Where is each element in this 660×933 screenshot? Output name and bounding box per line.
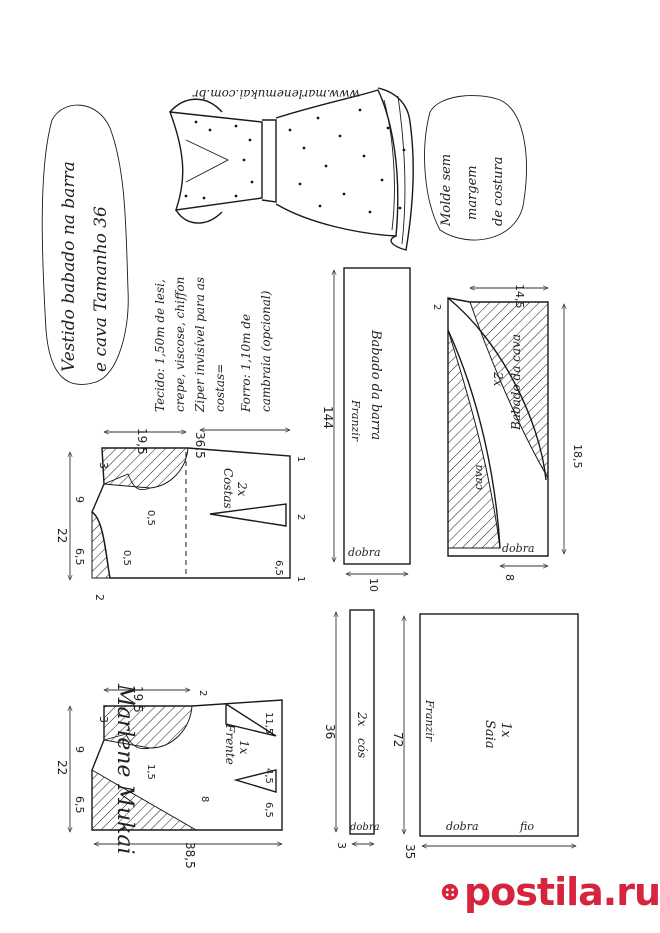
seam-note-line3: de costura	[491, 157, 506, 227]
piece-cos: cós 2x dobra 36 3	[323, 609, 380, 849]
title-line2: e cava Tamanho 36	[91, 206, 111, 372]
seam-note-line1: Molde sem	[439, 154, 454, 227]
babado-cava-bottom: 8	[503, 574, 516, 581]
frente-count: 1x	[237, 740, 251, 755]
title-cloud: Vestido babado na barra e cava Tamanho 3…	[41, 104, 129, 385]
piece-saia: Saia 1x Franzir dobra fio 72 35	[391, 613, 579, 859]
costas-right-height: 36,5	[193, 432, 207, 459]
materials-line6: cambraia (opcional)	[259, 290, 273, 412]
costas-dart-low: 6,5	[273, 560, 284, 576]
materials-line2: crepe, viscose, chiffon	[173, 277, 187, 412]
frente-left-total: 22	[55, 760, 69, 775]
frente-bottom: 38,5	[183, 842, 197, 869]
frente-top-width: 19,5	[131, 686, 145, 713]
babado-cava-label: cava	[472, 465, 485, 491]
frente-right-low: 4,5	[263, 768, 274, 784]
costas-top-width: 19,5	[135, 428, 149, 455]
dress-sketch: www.marlenemukai.com.br	[168, 87, 414, 251]
costas-left-low: 6,5	[73, 548, 86, 566]
cos-length: 36	[323, 724, 337, 739]
costas-left-total: 22	[55, 528, 69, 543]
frente-dart: 8	[199, 796, 210, 802]
seam-note-line2: margem	[465, 165, 480, 220]
babado-cava-fold: dobra	[502, 542, 535, 555]
babado-barra-width: 10	[367, 578, 380, 592]
frente-dimensions: 19,5 2 11,5 4,5 6,5 22 9 6,5 3 38,5	[55, 686, 282, 869]
costas-armhole: 0,5	[145, 510, 156, 526]
piece-babado-cava: Babado da cava 2x cava dobra 2 14,5 18,5…	[431, 284, 584, 581]
costas-dart-top: 1	[295, 456, 306, 462]
saia-grain: fio	[519, 820, 534, 833]
saia-count: 1x	[498, 722, 513, 738]
piece-costas: Costas 2x 0,5 0,5	[91, 447, 291, 579]
saia-gather: Franzir	[423, 699, 436, 742]
costas-dart-mid: 2	[295, 514, 306, 520]
title-line1: Vestido babado na barra	[59, 161, 79, 372]
babado-barra-gather: Franzir	[349, 399, 362, 442]
website-text: www.marlenemukai.com.br	[192, 87, 360, 101]
frente-name: Frente	[223, 723, 237, 765]
frente-right-top: 2	[197, 690, 208, 696]
frente-right-bottom: 6,5	[263, 802, 274, 818]
costas-count: 2x	[235, 481, 249, 497]
frente-shoulder: 3	[97, 716, 110, 723]
frente-left-low: 6,5	[73, 796, 86, 814]
cos-width: 3	[335, 842, 348, 849]
costas-bottom: 2	[93, 594, 106, 601]
babado-barra-name: Babado da barra	[368, 329, 383, 440]
costas-left-mid: 9	[73, 496, 86, 503]
piece-frente: Frente 1x 1,5 8	[91, 699, 283, 831]
materials-text: Tecido: 1,50m de lesi, crepe, viscose, c…	[153, 277, 273, 413]
babado-cava-name: Babado da cava	[509, 334, 523, 431]
saia-name: Saia	[482, 720, 497, 749]
cos-name: cós	[355, 738, 369, 758]
saia-width: 35	[403, 844, 417, 859]
costas-dart-bottom: 1	[295, 576, 306, 582]
babado-barra-fold: dobra	[348, 546, 381, 559]
materials-line1: Tecido: 1,50m de lesi,	[153, 279, 167, 412]
seam-note: Molde sem margem de costura	[424, 95, 527, 241]
materials-line5: Forro: 1,10m de	[239, 314, 253, 413]
babado-barra-length: 144	[321, 406, 335, 429]
materials-line4: costas=	[213, 364, 227, 412]
saia-length: 72	[391, 732, 405, 747]
babado-cava-top: 14,5	[513, 284, 526, 309]
frente-right-mid: 11,5	[263, 712, 274, 734]
cos-count: 2x	[355, 711, 369, 727]
costas-shoulder: 3	[97, 462, 110, 469]
frente-armhole: 1,5	[145, 764, 156, 780]
babado-cava-count: 2x	[491, 371, 505, 387]
watermark: postila.ru	[440, 862, 660, 922]
babado-cava-corner: 2	[431, 304, 442, 310]
button-logo-icon	[441, 883, 459, 901]
saia-fold: dobra	[446, 820, 479, 833]
costas-neck: 0,5	[121, 550, 132, 566]
babado-cava-height: 18,5	[571, 444, 584, 469]
frente-left-mid: 9	[73, 746, 86, 753]
cos-fold: dobra	[350, 822, 380, 833]
materials-line3: Ziper invisível para as	[193, 277, 207, 413]
costas-dimensions: 19,5 36,5 22 9 6,5 2 3 1 2 6,5 1	[55, 428, 306, 601]
costas-name: Costas	[221, 468, 235, 509]
watermark-text: postila.ru	[463, 870, 660, 914]
piece-babado-barra: Babado da barra Franzir dobra 144 10	[321, 267, 411, 592]
